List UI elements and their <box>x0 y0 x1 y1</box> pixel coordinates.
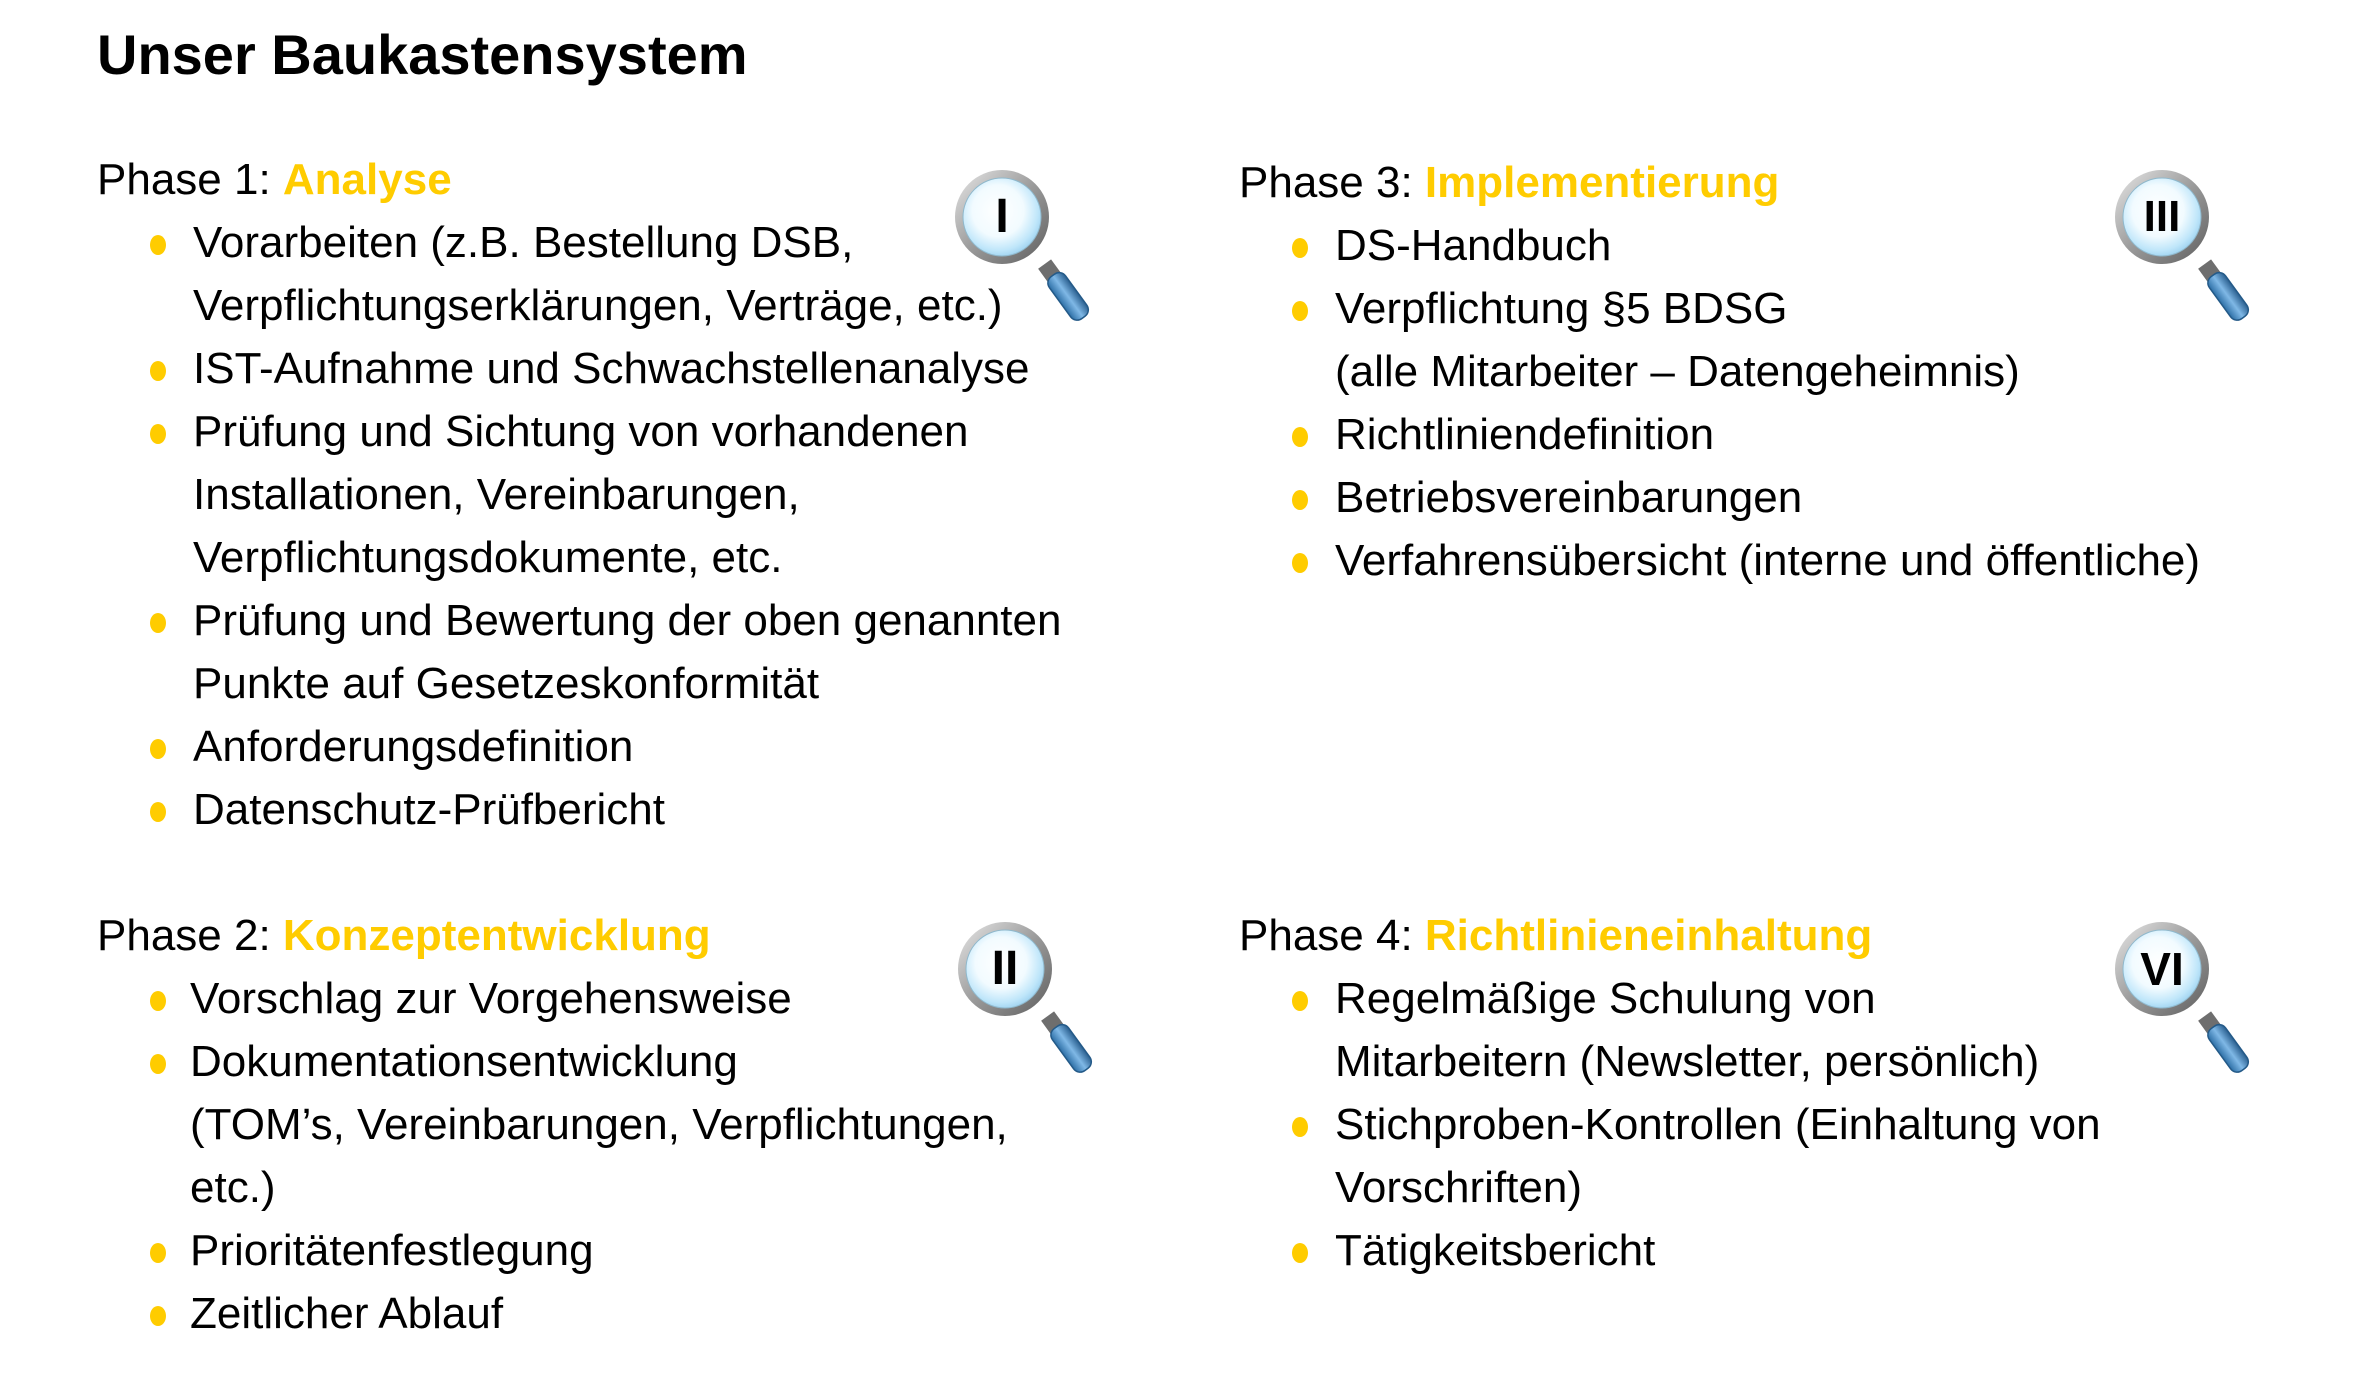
phase-badge-text: VI <box>2140 943 2184 995</box>
phase-3-name: Implementierung <box>1424 158 1780 207</box>
bullet-icon <box>150 802 166 822</box>
bullet-icon <box>1292 553 1308 573</box>
phase-4-section: Phase 4: Richtlinieneinhaltung Regelmäßi… <box>1239 904 2339 1282</box>
phase-2-heading: Phase 2: Konzeptentwicklung <box>97 904 1137 967</box>
phase-4-label: Phase 4: <box>1239 911 1425 960</box>
bullet-icon <box>1292 238 1308 258</box>
bullet-icon <box>150 424 166 444</box>
phase-3-heading: Phase 3: Implementierung <box>1239 151 2339 214</box>
list-item: Betriebsvereinbarungen <box>1239 466 2339 529</box>
list-item: Verpflichtung §5 BDSG (alle Mitarbeiter … <box>1239 277 2339 403</box>
phase-2-list: Vorschlag zur Vorgehensweise Dokumentati… <box>97 967 1137 1345</box>
list-item: Verfahrensübersicht (interne und öffentl… <box>1239 529 2339 592</box>
phase-2-name: Konzeptentwicklung <box>282 911 711 960</box>
magnifier-icon <box>955 170 1090 321</box>
bullet-icon <box>150 361 166 381</box>
list-item: Vorschlag zur Vorgehensweise <box>97 967 1137 1030</box>
phase-1-heading: Phase 1: Analyse <box>97 148 1137 211</box>
bullet-icon <box>150 1054 166 1074</box>
phase-4-list: Regelmäßige Schulung von Mitarbeitern (N… <box>1239 967 2339 1282</box>
bullet-icon <box>150 991 166 1011</box>
magnifier-icon-phase-4: VI <box>2110 917 2270 1077</box>
bullet-icon <box>150 739 166 759</box>
list-item: Prioritätenfestlegung <box>97 1219 1137 1282</box>
bullet-icon <box>150 235 166 255</box>
bullet-icon <box>150 1306 166 1326</box>
list-item: Dokumentationsentwicklung (TOM’s, Verein… <box>97 1030 1137 1219</box>
phase-4-name: Richtlinieneinhaltung <box>1424 911 1873 960</box>
list-item: Anforderungsdefinition <box>97 715 1137 778</box>
phase-3-section: Phase 3: Implementierung DS-Handbuch Ver… <box>1239 151 2339 592</box>
list-item: IST-Aufnahme und Schwachstellenanalyse <box>97 337 1137 400</box>
phase-3-label: Phase 3: <box>1239 158 1425 207</box>
list-item: Tätigkeitsbericht <box>1239 1219 2339 1282</box>
magnifier-icon-phase-3: III <box>2110 165 2270 325</box>
list-item: Regelmäßige Schulung von Mitarbeitern (N… <box>1239 967 2339 1093</box>
list-item: DS-Handbuch <box>1239 214 2339 277</box>
phase-2-section: Phase 2: Konzeptentwicklung Vorschlag zu… <box>97 904 1137 1345</box>
phase-1-label: Phase 1: <box>97 155 283 204</box>
bullet-icon <box>1292 301 1308 321</box>
phase-3-list: DS-Handbuch Verpflichtung §5 BDSG (alle … <box>1239 214 2339 592</box>
list-item: Prüfung und Sichtung von vorhandenen Ins… <box>97 400 1137 589</box>
phase-1-name: Analyse <box>282 155 452 204</box>
list-item: Datenschutz-Prüfbericht <box>97 778 1137 841</box>
phase-2-label: Phase 2: <box>97 911 283 960</box>
bullet-icon <box>1292 1117 1308 1137</box>
magnifier-icon <box>958 922 1093 1073</box>
phase-4-heading: Phase 4: Richtlinieneinhaltung <box>1239 904 2339 967</box>
magnifier-icon-phase-1: I <box>950 165 1110 325</box>
magnifier-icon <box>2115 922 2250 1073</box>
list-item: Vorarbeiten (z.B. Bestellung DSB, Verpfl… <box>97 211 1137 337</box>
bullet-icon <box>1292 427 1308 447</box>
bullet-icon <box>1292 1243 1308 1263</box>
phase-badge-text: III <box>2143 192 2181 241</box>
list-item: Prüfung und Bewertung der oben genannten… <box>97 589 1137 715</box>
phase-badge-text: I <box>995 190 1009 243</box>
phase-1-section: Phase 1: Analyse Vorarbeiten (z.B. Beste… <box>97 148 1137 841</box>
phase-1-list: Vorarbeiten (z.B. Bestellung DSB, Verpfl… <box>97 211 1137 841</box>
bullet-icon <box>1292 991 1308 1011</box>
list-item: Zeitlicher Ablauf <box>97 1282 1137 1345</box>
list-item: Stichproben-Kontrollen (Einhaltung von V… <box>1239 1093 2339 1219</box>
page-title: Unser Baukastensystem <box>97 23 748 86</box>
bullet-icon <box>150 613 166 633</box>
bullet-icon <box>150 1243 166 1263</box>
magnifier-icon <box>2115 170 2250 321</box>
phase-badge-text: II <box>991 942 1019 995</box>
list-item: Richtliniendefinition <box>1239 403 2339 466</box>
bullet-icon <box>1292 490 1308 510</box>
magnifier-icon-phase-2: II <box>953 917 1113 1077</box>
